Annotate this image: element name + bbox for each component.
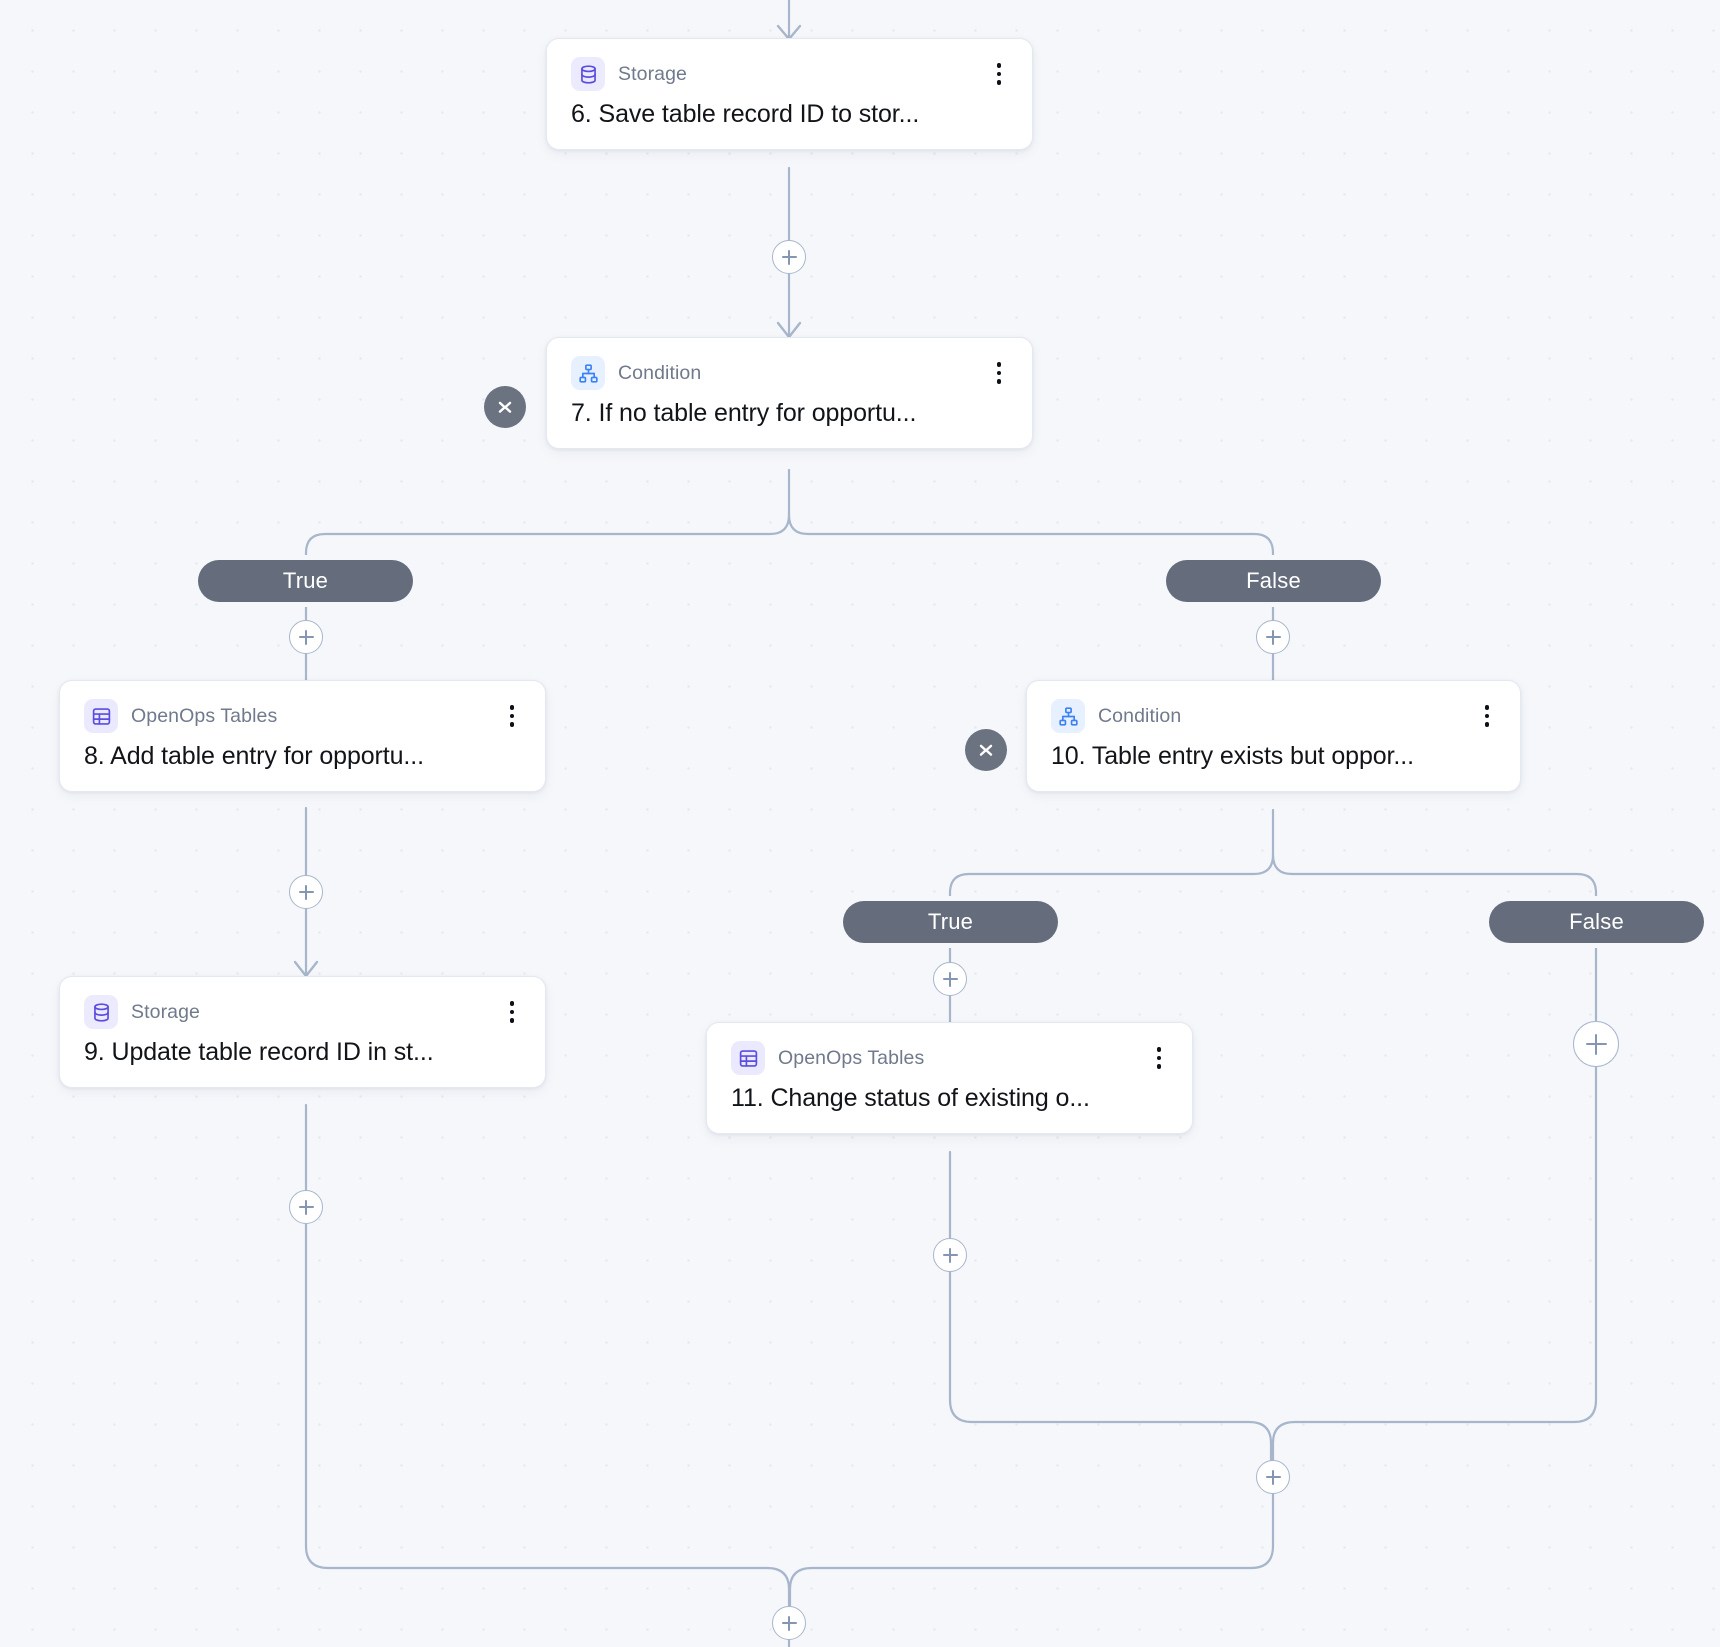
node-header: Condition	[571, 356, 1010, 390]
node-kind-label: Storage	[131, 1000, 200, 1023]
collapse-chevrons-icon	[979, 744, 993, 756]
branch-label-false-step-10[interactable]: False	[1489, 901, 1704, 943]
node-header: Condition	[1051, 699, 1498, 733]
add-step-button-merge-step-7[interactable]	[772, 1606, 806, 1640]
node-header: OpenOps Tables	[84, 699, 523, 733]
node-menu-button[interactable]	[501, 703, 523, 729]
node-menu-button[interactable]	[988, 360, 1010, 386]
node-menu-button[interactable]	[1148, 1045, 1170, 1071]
add-step-button-branch-10-true[interactable]	[933, 962, 967, 996]
add-step-button-after-8[interactable]	[289, 875, 323, 909]
node-kind-label: OpenOps Tables	[778, 1046, 925, 1069]
branch-label-false-step-7[interactable]: False	[1166, 560, 1381, 602]
branch-label-true-step-7[interactable]: True	[198, 560, 413, 602]
node-kind-label: Condition	[618, 361, 702, 384]
node-title: 7. If no table entry for opportu...	[571, 399, 917, 427]
node-menu-button[interactable]	[1476, 703, 1498, 729]
node-kind-label: Storage	[618, 62, 687, 85]
database-icon	[84, 995, 118, 1029]
add-step-button-after-11[interactable]	[933, 1238, 967, 1272]
sitemap-icon	[1051, 699, 1085, 733]
node-title: 8. Add table entry for opportu...	[84, 742, 424, 770]
node-step-10[interactable]: Condition 10. Table entry exists but opp…	[1026, 680, 1521, 792]
add-step-button-branch-7-false[interactable]	[1256, 620, 1290, 654]
node-kind-label: OpenOps Tables	[131, 704, 278, 727]
table-grid-icon	[731, 1041, 765, 1075]
node-step-11[interactable]: OpenOps Tables 11. Change status of exis…	[706, 1022, 1193, 1134]
node-header: Storage	[571, 57, 1010, 91]
sitemap-icon	[571, 356, 605, 390]
node-step-8[interactable]: OpenOps Tables 8. Add table entry for op…	[59, 680, 546, 792]
table-grid-icon	[84, 699, 118, 733]
node-menu-button[interactable]	[988, 61, 1010, 87]
node-header: OpenOps Tables	[731, 1041, 1170, 1075]
node-step-7[interactable]: Condition 7. If no table entry for oppor…	[546, 337, 1033, 449]
collapse-chevrons-icon	[498, 401, 512, 413]
add-step-button-after-6[interactable]	[772, 240, 806, 274]
add-step-button-after-9[interactable]	[289, 1190, 323, 1224]
branch-label-true-step-10[interactable]: True	[843, 901, 1058, 943]
node-title: 9. Update table record ID in st...	[84, 1038, 434, 1066]
node-header: Storage	[84, 995, 523, 1029]
collapse-toggle-step-7[interactable]	[484, 386, 526, 428]
node-menu-button[interactable]	[501, 999, 523, 1025]
node-kind-label: Condition	[1098, 704, 1182, 727]
add-step-button-merge-step-10[interactable]	[1256, 1460, 1290, 1494]
node-title: 6. Save table record ID to stor...	[571, 100, 920, 128]
add-step-button-branch-7-true[interactable]	[289, 620, 323, 654]
node-title: 11. Change status of existing o...	[731, 1084, 1090, 1112]
node-title: 10. Table entry exists but oppor...	[1051, 742, 1414, 770]
node-step-9[interactable]: Storage 9. Update table record ID in st.…	[59, 976, 546, 1088]
database-icon	[571, 57, 605, 91]
node-step-6[interactable]: Storage 6. Save table record ID to stor.…	[546, 38, 1033, 150]
add-step-button-branch-10-false[interactable]	[1573, 1021, 1619, 1067]
collapse-toggle-step-10[interactable]	[965, 729, 1007, 771]
